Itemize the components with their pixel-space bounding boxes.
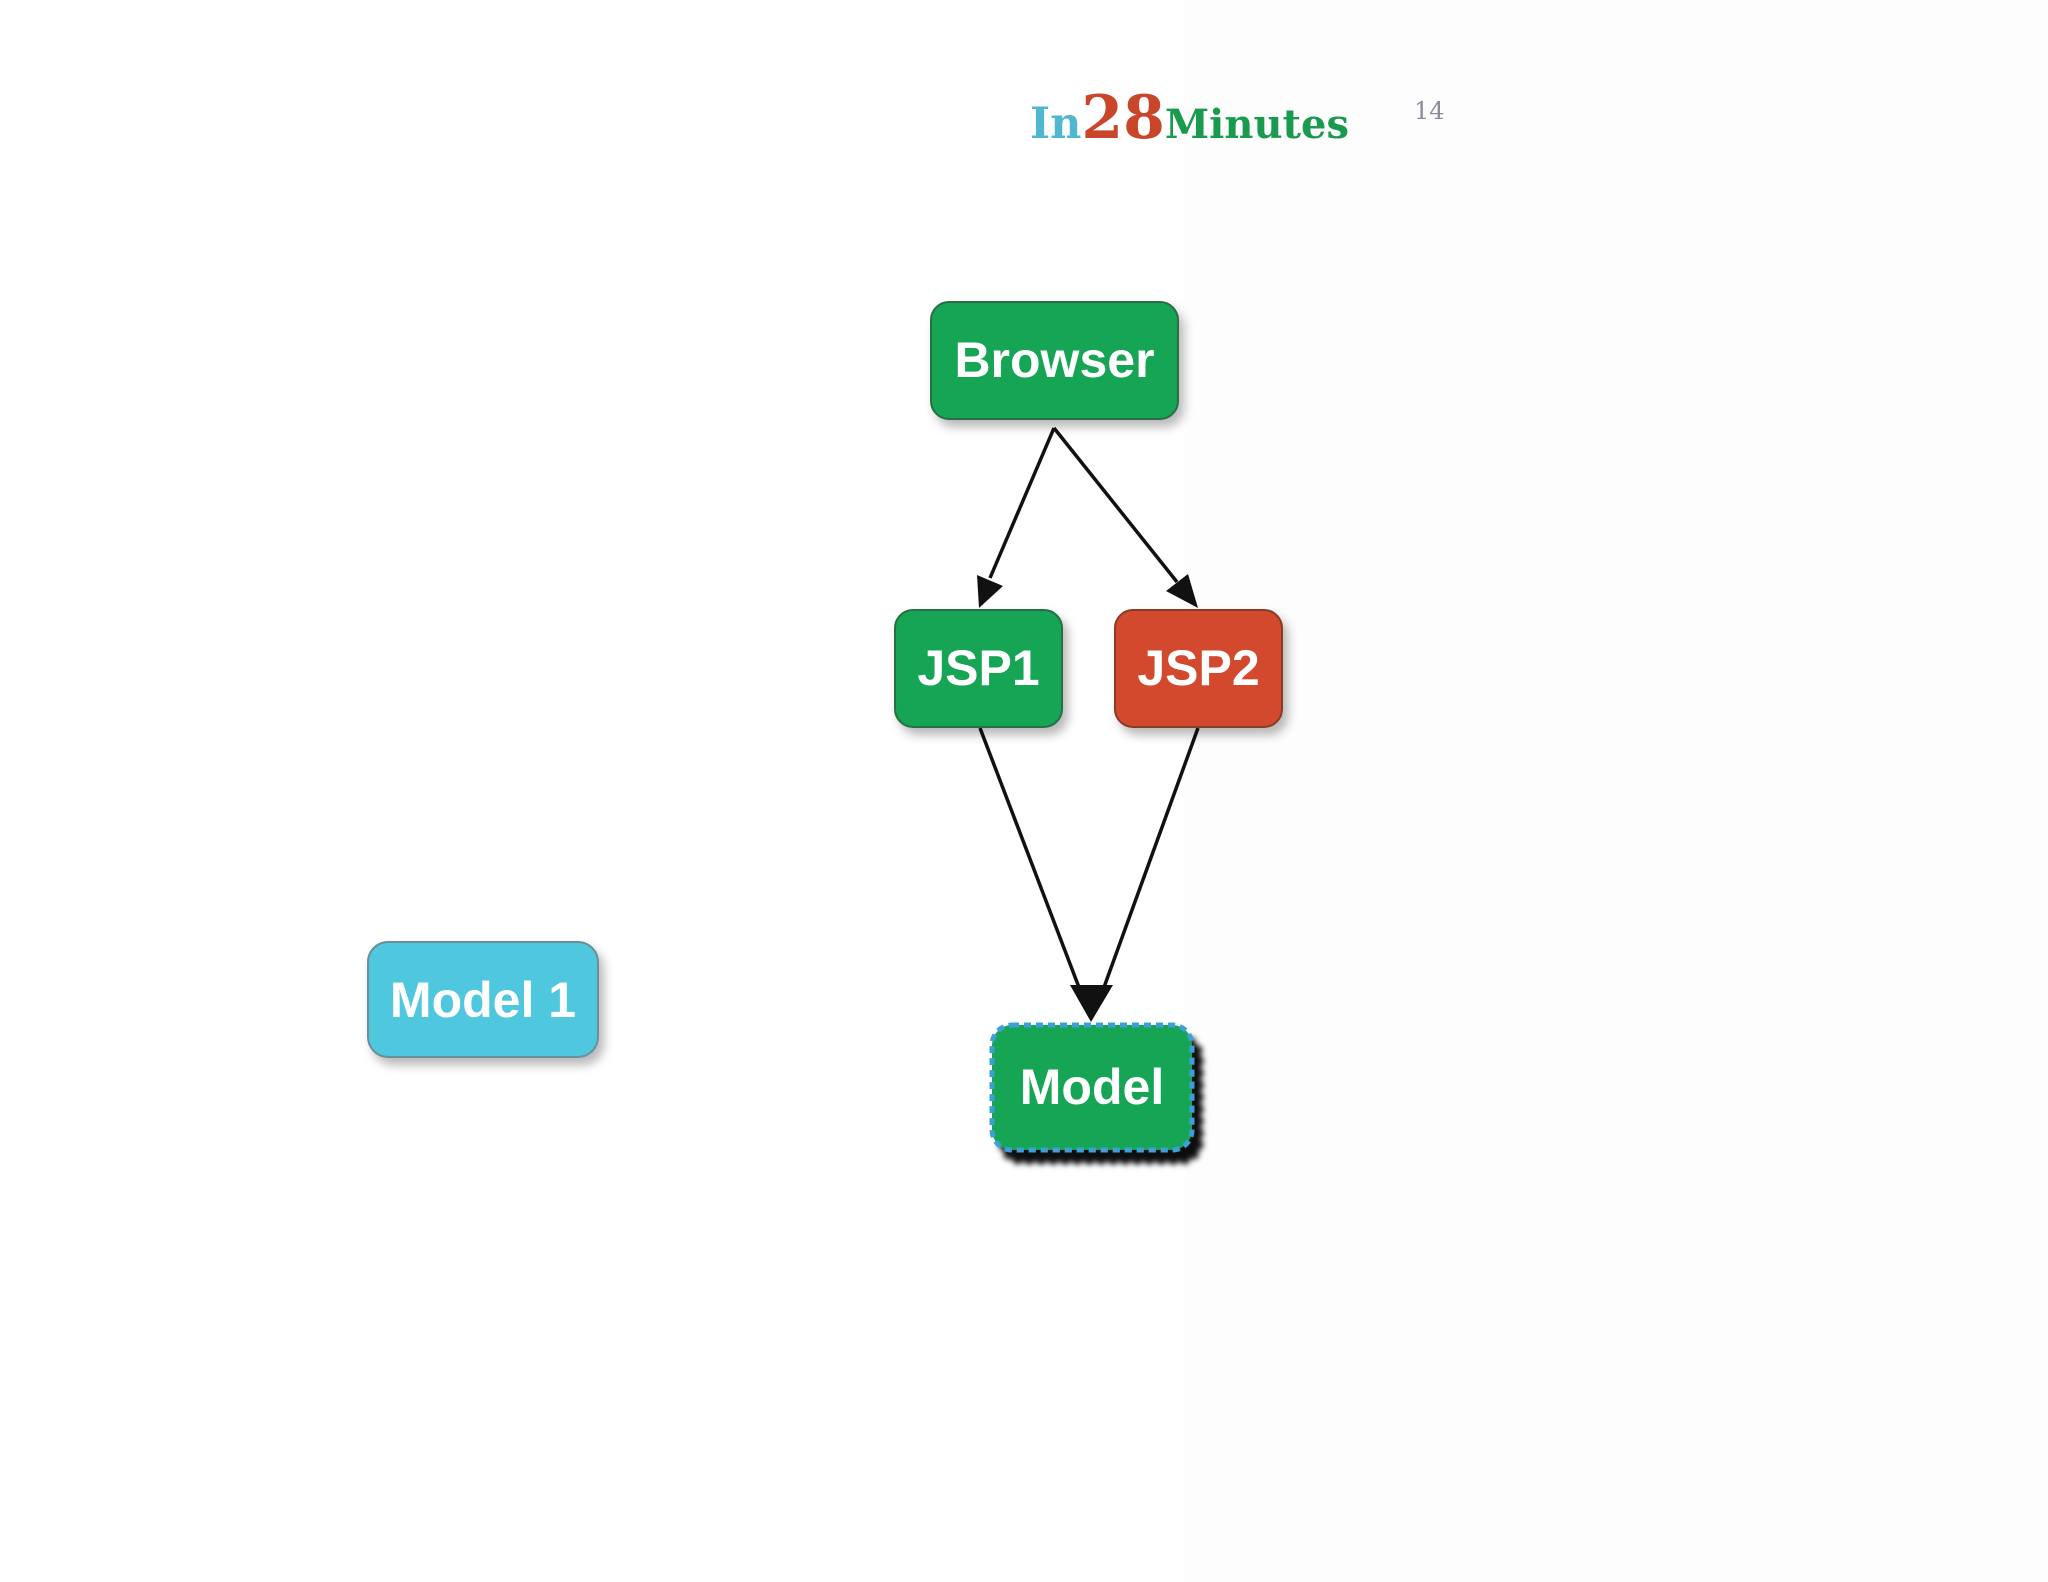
logo-part-in: In: [1030, 99, 1082, 149]
arrowhead-jsp2: [1166, 574, 1198, 608]
background-band: [1185, 0, 2048, 1582]
node-model-1-title: Model 1: [367, 941, 599, 1058]
node-jsp2: JSP2: [1114, 609, 1283, 728]
node-browser-label: Browser: [954, 332, 1154, 388]
edge-jsp2-model: [1101, 727, 1200, 991]
node-browser-box: [930, 301, 1179, 420]
logo-part-28: 28: [1081, 83, 1165, 153]
node-model-label: Model: [1020, 1059, 1164, 1115]
arrowhead-jsp1: [977, 575, 1003, 608]
node-model-box: [989, 1022, 1195, 1153]
node-jsp1: JSP1: [894, 609, 1063, 728]
edge-browser-jsp1: [988, 427, 1056, 579]
edges-group: [977, 426, 1200, 1022]
page-number: 14: [1414, 97, 1445, 125]
node-browser: Browser: [930, 301, 1179, 420]
node-jsp1-label: JSP1: [917, 640, 1039, 696]
node-jsp1-box: [894, 609, 1063, 728]
arrowhead-model: [1070, 985, 1113, 1022]
logo-part-minutes: Minutes: [1164, 101, 1349, 148]
in28minutes-logo: In28Minutes: [1030, 88, 1349, 148]
node-model-1-label: Model 1: [390, 972, 576, 1028]
edge-jsp1-model: [978, 727, 1082, 991]
edge-browser-jsp2: [1052, 426, 1179, 584]
node-jsp2-box: [1114, 609, 1283, 728]
node-jsp2-label: JSP2: [1137, 640, 1259, 696]
node-model-1-box: [367, 941, 599, 1058]
node-model: Model: [989, 1022, 1195, 1153]
